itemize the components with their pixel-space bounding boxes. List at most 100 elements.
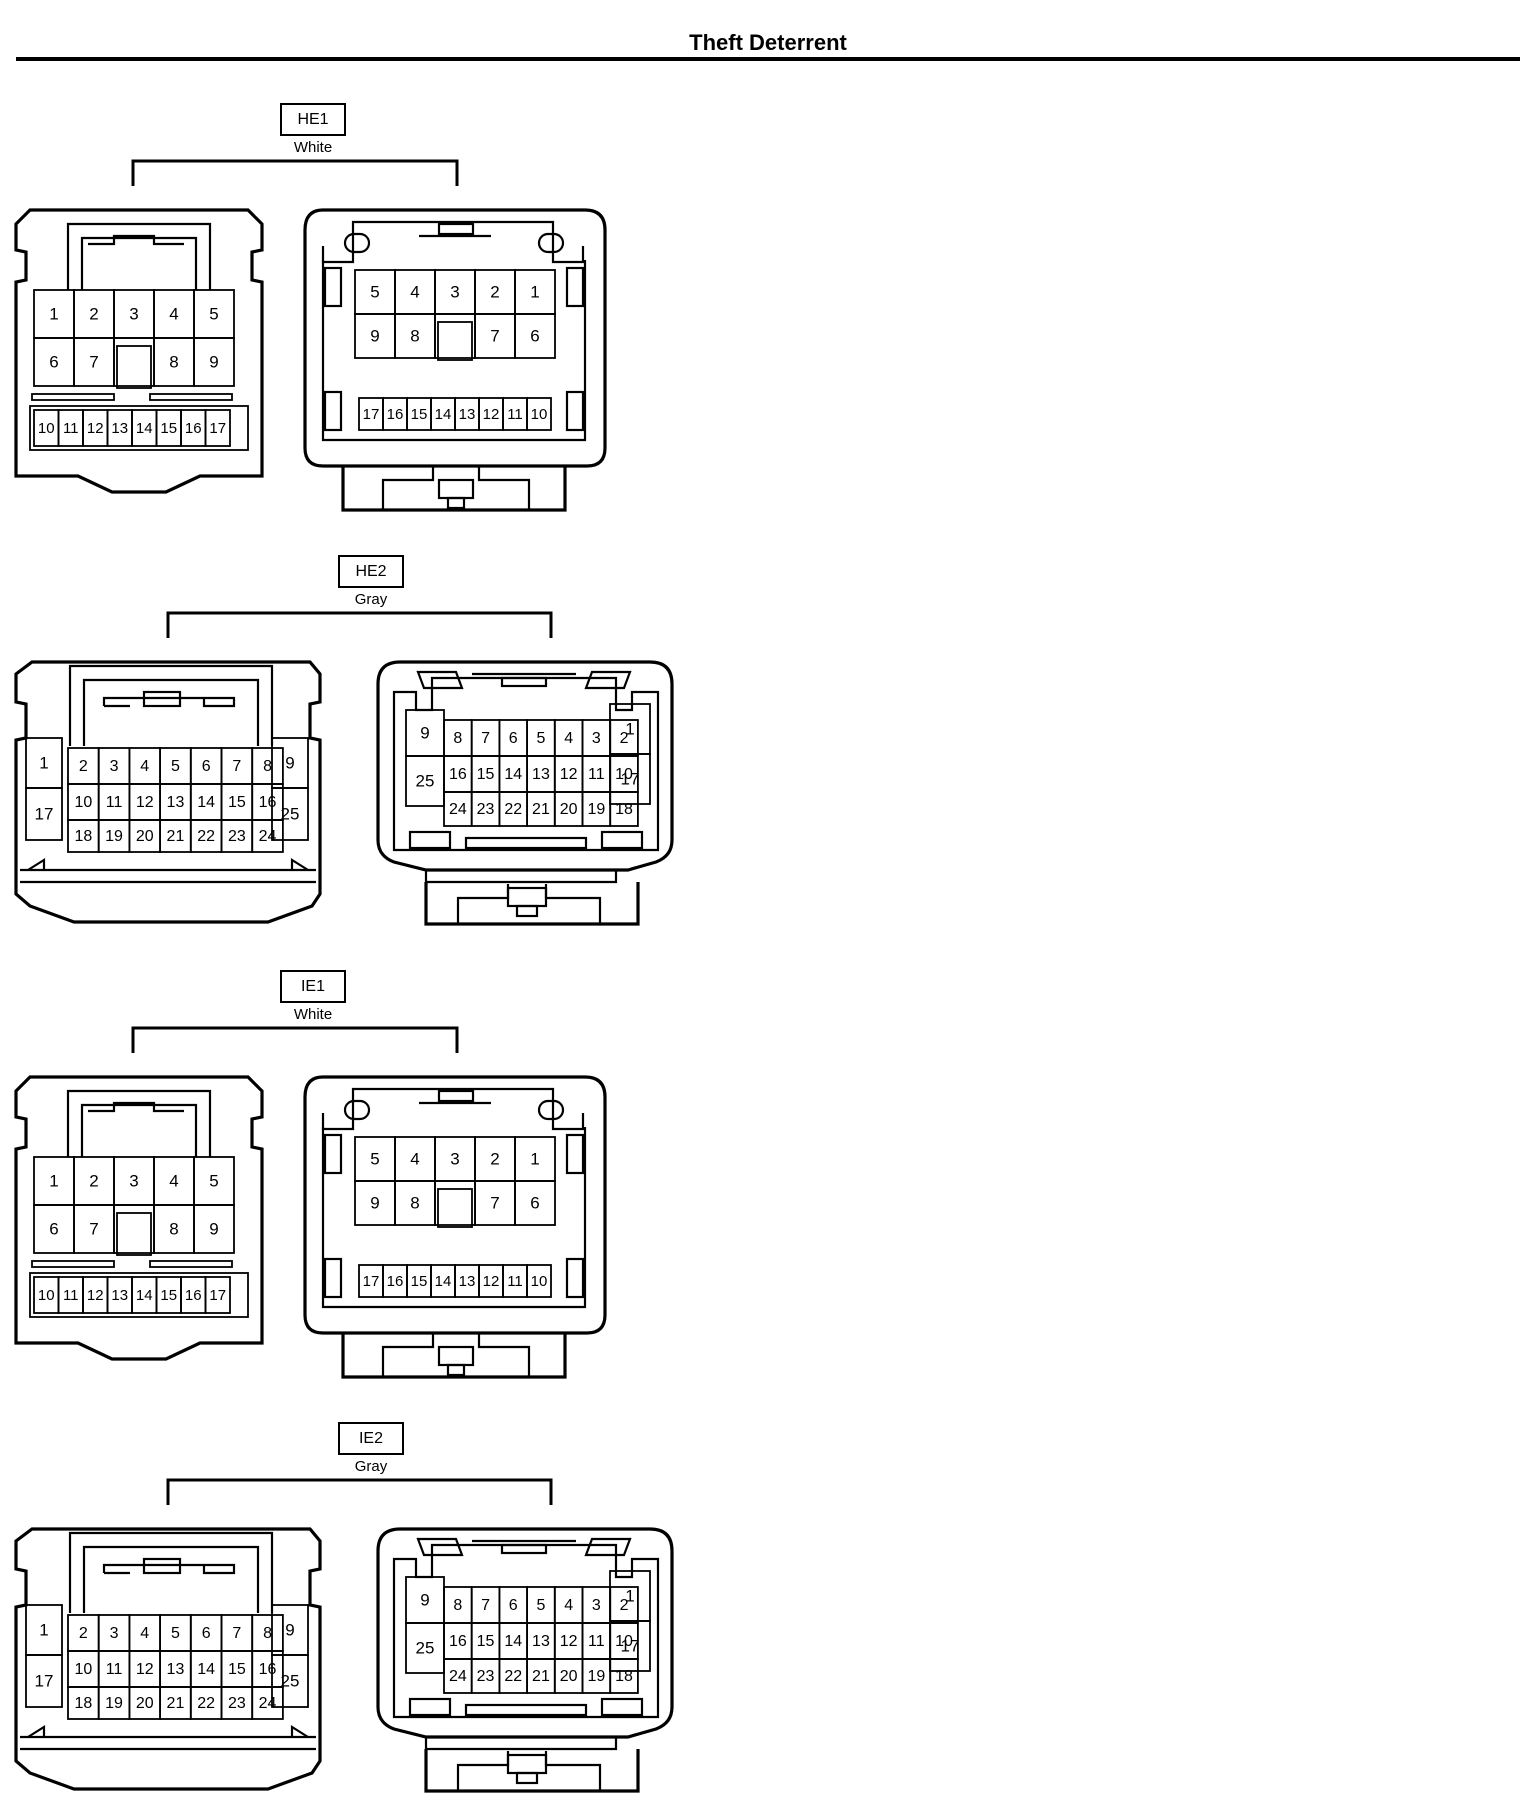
- pin-cell: 3: [113, 289, 155, 339]
- pin-number: 14: [136, 1287, 153, 1304]
- pin-number: 19: [105, 1695, 123, 1712]
- connector-id: HE2: [355, 563, 386, 580]
- pin-cell: 10: [67, 1650, 100, 1688]
- pin-cell: 15: [155, 409, 182, 447]
- pin-number: 22: [504, 801, 522, 818]
- key-slot: [116, 1212, 152, 1256]
- pin-cell: 2: [73, 1156, 115, 1206]
- pin-cell: 9: [193, 1204, 235, 1254]
- pin-number: 21: [532, 801, 550, 818]
- connector-id: HE1: [297, 111, 328, 128]
- pin-number: 5: [171, 758, 180, 775]
- pin-number: 15: [160, 1287, 177, 1304]
- male-housing: [303, 208, 607, 468]
- pin-number: 5: [209, 304, 218, 323]
- lock-arm-inner: [80, 236, 198, 290]
- pin-number: 10: [531, 406, 548, 423]
- pin-number: 17: [35, 804, 54, 823]
- pin-number: 12: [560, 1633, 578, 1650]
- pin-cell: 14: [189, 1650, 223, 1688]
- pin-number: 5: [370, 282, 379, 301]
- side-rib: [565, 1257, 585, 1299]
- latch-tab: [506, 1753, 548, 1775]
- pin-cell: 25: [405, 1622, 445, 1674]
- pin-number: 15: [411, 406, 428, 423]
- pin-cell: 5: [354, 269, 396, 315]
- pin-cell: 5: [354, 1136, 396, 1182]
- pin-number: 2: [490, 282, 499, 301]
- pin-number: 6: [202, 1625, 211, 1642]
- base-rails: [20, 868, 316, 884]
- male-latch-base: [341, 466, 567, 512]
- pin-number: 6: [49, 1219, 58, 1238]
- small-pin-frame: [29, 1272, 249, 1318]
- connector-color: White: [294, 1006, 332, 1023]
- pin-number: 25: [416, 1638, 435, 1657]
- pin-cell: 8: [251, 1614, 284, 1652]
- pin-cell: 17: [204, 1276, 231, 1314]
- female-housing: [14, 1075, 264, 1361]
- pin-cell: 20: [553, 1658, 584, 1694]
- pin-cell: 13: [526, 1622, 556, 1660]
- pin-cell: 21: [526, 791, 556, 827]
- lock-tab: [102, 696, 236, 708]
- pin-cell: 6: [514, 313, 556, 359]
- pin-cell: 19: [97, 1686, 131, 1720]
- pin-number: 16: [259, 1661, 277, 1678]
- pin-number: 1: [625, 1586, 634, 1605]
- pin-cell: 14: [131, 1276, 158, 1314]
- pin-number: 9: [420, 723, 429, 742]
- top-rib: [584, 1537, 632, 1557]
- pin-cell: 17: [358, 397, 384, 431]
- side-rib: [323, 266, 343, 308]
- latch-rails: [456, 884, 602, 924]
- pin-number: 10: [38, 420, 55, 437]
- pin-cell: 13: [159, 1650, 192, 1688]
- pin-cell: 9: [271, 737, 309, 789]
- pin-cell: 9: [354, 313, 396, 359]
- pin-number: 6: [202, 758, 211, 775]
- top-key: [500, 1543, 548, 1555]
- pin-cell: 1: [609, 1570, 651, 1622]
- key-slot: [437, 1188, 473, 1228]
- pin-cell: 20: [553, 791, 584, 827]
- pin-number: 5: [171, 1625, 180, 1642]
- pin-cell: 7: [470, 1586, 501, 1624]
- pin-number: 24: [449, 1668, 467, 1685]
- pin-cell: 6: [189, 747, 223, 785]
- pin-cell: 3: [113, 1156, 155, 1206]
- pin-number: 13: [167, 1661, 185, 1678]
- pin-number: 15: [160, 420, 177, 437]
- pin-number: 4: [410, 1149, 419, 1168]
- pin-number: 8: [169, 1219, 178, 1238]
- pin-cell: 6: [33, 1204, 75, 1254]
- pin-number: 16: [449, 1633, 467, 1650]
- pin-number: 24: [449, 801, 467, 818]
- pin-cell: 11: [502, 397, 528, 431]
- lock-tab: [102, 1563, 236, 1575]
- male-housing: [303, 1075, 607, 1335]
- pin-number: 8: [453, 1597, 462, 1614]
- inner-frame: [321, 1127, 587, 1309]
- pin-cell: 10: [33, 409, 60, 447]
- pin-cell: 2: [67, 747, 100, 785]
- pin-number: 24: [259, 828, 277, 845]
- pin-cell: 14: [189, 783, 223, 821]
- pin-cell: 15: [470, 755, 501, 793]
- pin-number: 2: [79, 758, 88, 775]
- pin-number: 10: [38, 1287, 55, 1304]
- pin-number: 9: [285, 1620, 294, 1639]
- pin-cell: 2: [474, 1136, 516, 1182]
- small-pin-frame: [29, 405, 249, 451]
- pin-cell: 9: [405, 709, 445, 757]
- side-rib: [323, 1133, 343, 1175]
- pin-number: 14: [435, 1273, 452, 1290]
- pin-number: 7: [481, 730, 490, 747]
- pin-number: 7: [232, 1625, 241, 1642]
- lock-arm-inner: [80, 1103, 198, 1157]
- pin-cell: 7: [474, 1180, 516, 1226]
- pin-number: 20: [560, 1668, 578, 1685]
- male-housing: [376, 660, 674, 872]
